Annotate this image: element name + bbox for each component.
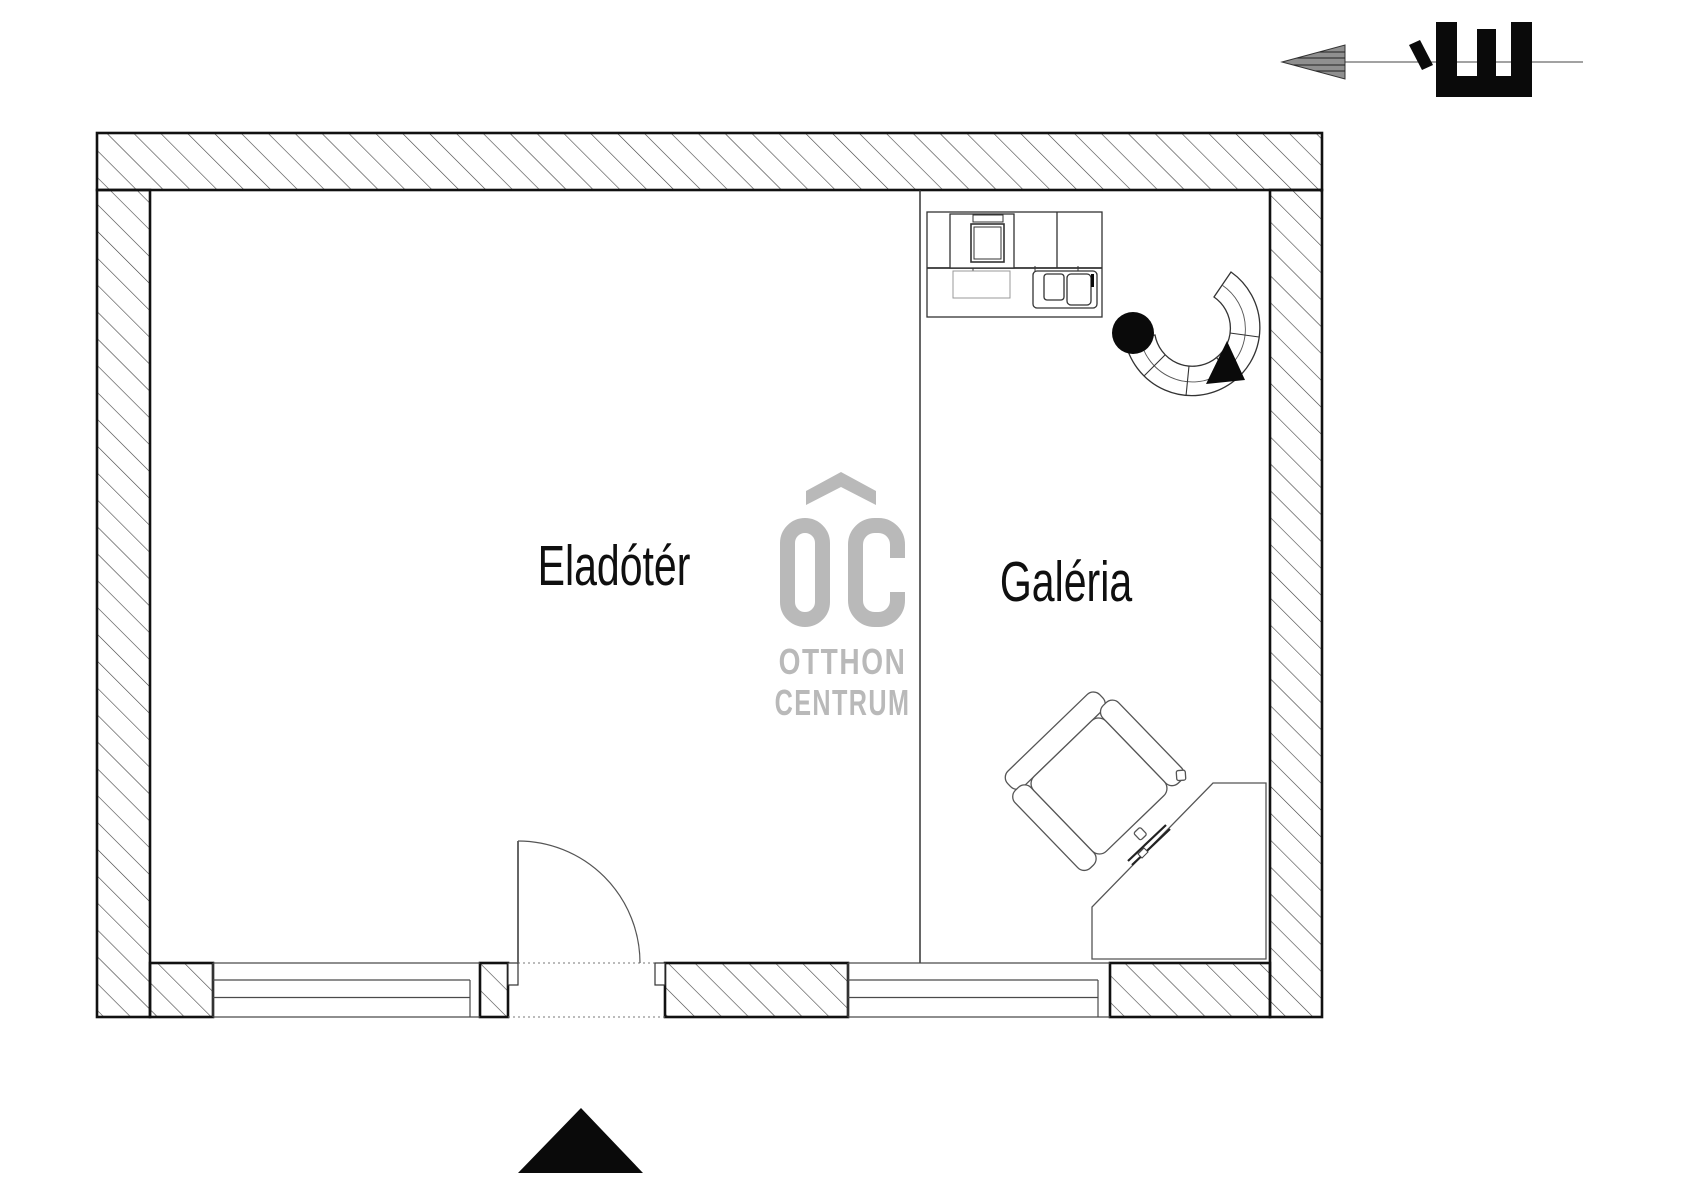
entrance-triangle-icon: [518, 1108, 643, 1173]
north-arrow-icon: [1280, 22, 1583, 97]
door-swing-arc: [517, 840, 641, 964]
office-chair-icon: [1004, 691, 1187, 872]
wall-bottom-block: [663, 961, 850, 1019]
wall-left: [95, 188, 152, 1019]
keyboard: [1127, 824, 1167, 862]
stair-direction-triangle: [1206, 341, 1245, 384]
door-jamb-right: [654, 962, 666, 986]
chair-seat: [1030, 717, 1168, 855]
mouse: [1137, 847, 1149, 859]
logo-roof-chevron-icon: [806, 472, 876, 505]
window-1: [212, 962, 480, 1018]
wall-pier: [478, 961, 510, 1019]
chair-caster: [1133, 827, 1147, 841]
watermark-line1: OTTHON: [779, 642, 907, 682]
logo-letter-o: [780, 518, 830, 627]
wall-bottom-right: [1108, 961, 1272, 1019]
room-label-galeria: Galéria: [1000, 549, 1133, 613]
wall-right: [1268, 188, 1324, 1019]
dishwasher: [952, 270, 1011, 299]
keyboard: [1131, 828, 1171, 866]
stair-newel-post: [1112, 312, 1154, 354]
watermark-logo: OTTHON CENTRUM: [775, 472, 911, 724]
watermark-line2: CENTRUM: [775, 683, 911, 724]
wall-bottom-stub: [148, 961, 215, 1019]
desk-top: [1091, 782, 1267, 960]
walls: [95, 131, 1324, 1019]
logo-letter-c-gap: [888, 558, 910, 592]
kitchen-counter: [926, 211, 1103, 318]
chair-caster: [1175, 769, 1187, 782]
sink-icon: [1032, 270, 1098, 309]
entry-door: [507, 840, 666, 1018]
wall-top: [95, 131, 1324, 192]
compass-letter-e-rotated: [1409, 22, 1532, 97]
door-jamb-left: [507, 962, 519, 986]
corner-desk-icon: [1091, 782, 1267, 960]
spiral-staircase-icon: [1112, 271, 1261, 397]
north-arrowhead: [1280, 44, 1346, 80]
stove-icon: [949, 213, 1015, 269]
accent-mark: [1409, 40, 1433, 70]
room-label-eladoter: Eladótér: [538, 533, 691, 597]
faucet: [1091, 274, 1094, 287]
window-2: [847, 962, 1110, 1018]
